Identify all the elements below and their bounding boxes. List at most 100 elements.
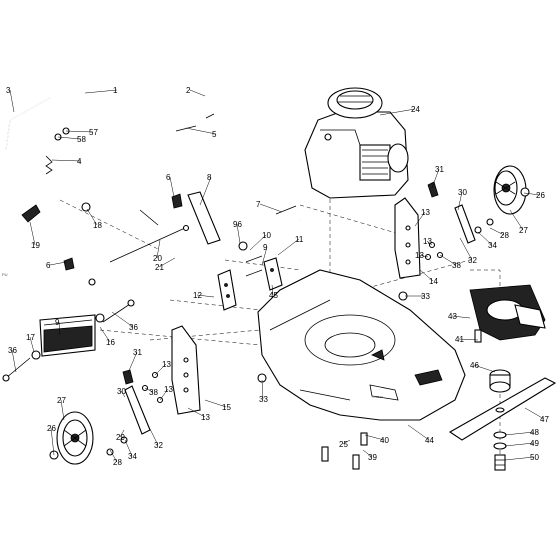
callout-c29: 29	[116, 429, 125, 442]
callout-c11: 11	[277, 235, 304, 256]
hardware-fasteners	[2, 113, 530, 471]
callout-c46: 46	[470, 361, 496, 373]
lower-handle	[154, 94, 301, 221]
callout-number: 8	[207, 173, 212, 182]
callout-c17: 17	[26, 333, 35, 353]
callout-number: 58	[77, 135, 86, 144]
callout-c31b: 31	[127, 348, 142, 374]
callout-c3: 3	[6, 86, 15, 113]
callout-leader	[426, 240, 433, 246]
callout-leader	[196, 294, 215, 298]
callout-number: 13	[423, 237, 432, 246]
callout-number: 29	[116, 433, 125, 442]
callout-c20: 20	[153, 239, 162, 263]
callout-c26b: 26	[47, 424, 56, 456]
callout-c36a: 36	[111, 311, 138, 332]
callout-c13a: 13	[414, 208, 430, 227]
callout-number: 20	[153, 254, 162, 263]
callout-number: 17	[26, 333, 35, 342]
callout-c38a: 38	[439, 254, 461, 270]
callout-leader	[259, 203, 283, 213]
callout-number: 32	[468, 256, 477, 265]
callout-leader	[156, 239, 161, 259]
callout-c31a: 31	[431, 165, 444, 189]
callout-number: 50	[530, 453, 539, 462]
callout-number: 15	[222, 403, 231, 412]
callout-c34a: 34	[477, 231, 497, 250]
callout-number: 26	[536, 191, 545, 200]
callout-c26a: 26	[523, 191, 545, 200]
callout-c57: 57	[65, 128, 98, 137]
callout-leader	[124, 439, 133, 457]
callout-c49: 49	[504, 439, 539, 448]
callout-leader	[362, 449, 373, 458]
callout-number: 45	[269, 291, 278, 300]
callout-c4: 4	[51, 157, 82, 166]
handle-bracket	[187, 191, 221, 245]
callout-c18: 18	[86, 208, 102, 230]
callout-number: 39	[368, 453, 377, 462]
cap-26b	[520, 187, 530, 197]
callout-c58: 58	[57, 135, 86, 144]
callout-c5: 5	[185, 127, 217, 139]
rear-wheel-right	[493, 165, 527, 215]
corner-mark: PU	[2, 272, 8, 277]
callout-c1: 1	[84, 86, 118, 95]
bolt-25	[321, 446, 329, 462]
callout-number: 19	[31, 241, 40, 250]
callout-c7: 7	[256, 200, 283, 213]
callout-number: 40	[380, 436, 389, 445]
callout-leader	[524, 407, 545, 420]
callout-c33b: 33	[259, 379, 268, 404]
wheel-bracket-right	[394, 197, 421, 279]
callout-number: 13	[164, 385, 173, 394]
front-wheel-left	[56, 411, 94, 465]
control-bar	[5, 97, 51, 151]
callout-leader	[504, 431, 535, 436]
control-grip	[21, 204, 41, 223]
callout-leader	[99, 326, 111, 343]
callout-leader	[120, 390, 126, 398]
callout-leader	[271, 284, 274, 296]
callout-number: 30	[458, 188, 467, 197]
handle-knobs	[63, 193, 183, 271]
callout-leader	[473, 364, 496, 373]
callout-number: 33	[259, 395, 268, 404]
callout-leader	[204, 399, 227, 408]
callout-leader	[57, 136, 82, 140]
callout-number: 13	[415, 251, 424, 260]
callout-c9a: 9	[261, 243, 268, 266]
callout-c48: 48	[504, 428, 539, 437]
knob-96	[238, 241, 248, 251]
height-lever-left	[122, 369, 151, 435]
bolt-40	[360, 432, 368, 446]
callout-c13f: 13	[187, 407, 210, 422]
callout-number: 46	[470, 361, 479, 370]
callout-number: 2	[186, 86, 191, 95]
callout-c43: 43	[448, 312, 471, 321]
callout-leader	[458, 338, 479, 341]
callout-leader	[109, 449, 118, 463]
bolt-10	[245, 255, 263, 277]
callout-number: 18	[93, 221, 102, 230]
callout-number: 49	[530, 439, 539, 448]
callout-c24: 24	[379, 105, 420, 116]
callout-number: 27	[519, 226, 528, 235]
callout-c33a: 33	[405, 292, 430, 301]
mounting-plates	[217, 257, 283, 311]
mower-deck: ▭▭▭	[257, 269, 466, 421]
callout-leader	[154, 363, 167, 376]
callout-number: 1	[113, 86, 118, 95]
bolt-36a	[102, 299, 135, 323]
callout-leader	[364, 434, 385, 441]
spring-4	[45, 155, 53, 175]
callout-number: 43	[448, 312, 457, 321]
washer-17	[31, 350, 41, 360]
callout-leader	[459, 237, 473, 261]
callout-leader	[261, 379, 264, 400]
callout-leader	[523, 192, 541, 196]
callout-leader	[236, 223, 241, 244]
callout-number: 13	[421, 208, 430, 217]
callout-c15: 15	[204, 399, 231, 412]
